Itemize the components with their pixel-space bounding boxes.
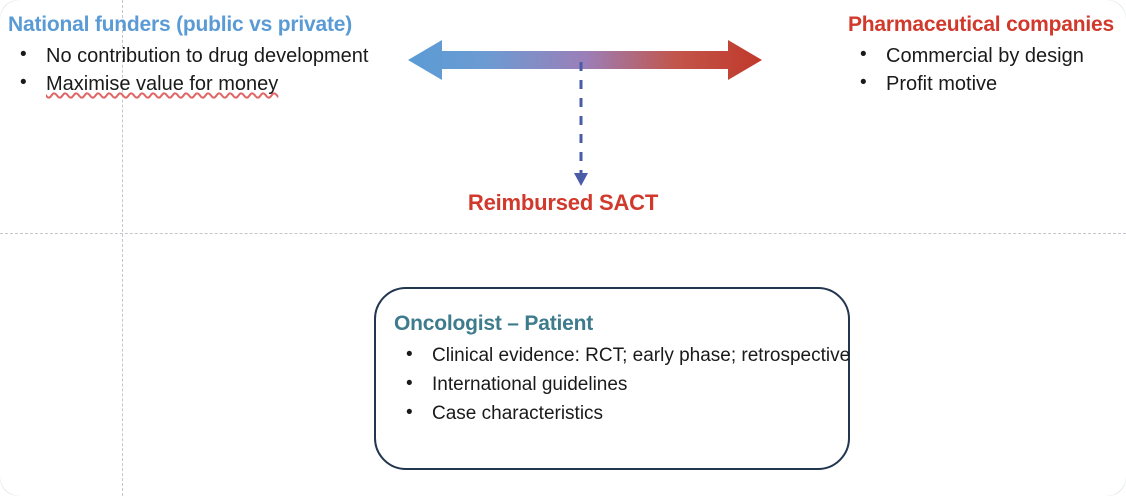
- double-headed-gradient-arrow-icon: [408, 38, 762, 82]
- bullet-text: Clinical evidence: RCT; early phase; ret…: [432, 345, 851, 366]
- list-item: Clinical evidence: RCT; early phase; ret…: [394, 340, 851, 370]
- guide-line-horizontal: [0, 233, 1126, 234]
- pharmaceutical-companies-group: Pharmaceutical companies Commercial by d…: [848, 12, 1114, 98]
- list-item: Commercial by design: [848, 41, 1114, 70]
- bullet-text: International guidelines: [432, 374, 628, 395]
- reimbursed-sact-label-wrap: Reimbursed SACT: [0, 190, 1126, 216]
- oncologist-patient-box: Oncologist – Patient Clinical evidence: …: [374, 287, 850, 470]
- pharmaceutical-companies-heading: Pharmaceutical companies: [848, 13, 1114, 36]
- list-item: No contribution to drug development: [8, 41, 369, 70]
- list-item: International guidelines: [394, 369, 850, 399]
- oncologist-patient-heading: Oncologist – Patient: [394, 312, 594, 335]
- pharmaceutical-companies-list: Commercial by design Profit motive: [848, 41, 1114, 98]
- bullet-text: Profit motive: [886, 73, 998, 95]
- reimbursed-sact-label: Reimbursed SACT: [467, 190, 659, 215]
- bullet-text: Maximise value for money: [46, 73, 279, 95]
- national-funders-heading: National funders (public vs private): [8, 13, 353, 36]
- list-item: Profit motive: [848, 69, 1114, 98]
- bullet-text: No contribution to drug development: [46, 45, 369, 67]
- list-item: Maximise value for money: [8, 69, 368, 98]
- bullet-text: Commercial by design: [886, 45, 1084, 67]
- guide-line-vertical: [122, 0, 123, 496]
- bullet-text: Case characteristics: [432, 403, 604, 424]
- national-funders-list: No contribution to drug development Maxi…: [8, 41, 369, 98]
- oncologist-patient-content: Oncologist – Patient Clinical evidence: …: [394, 311, 850, 428]
- list-item: Case characteristics: [394, 398, 850, 428]
- national-funders-group: National funders (public vs private) No …: [8, 12, 368, 98]
- oncologist-patient-list: Clinical evidence: RCT; early phase; ret…: [394, 340, 851, 428]
- dashed-down-arrow-icon: [569, 62, 593, 188]
